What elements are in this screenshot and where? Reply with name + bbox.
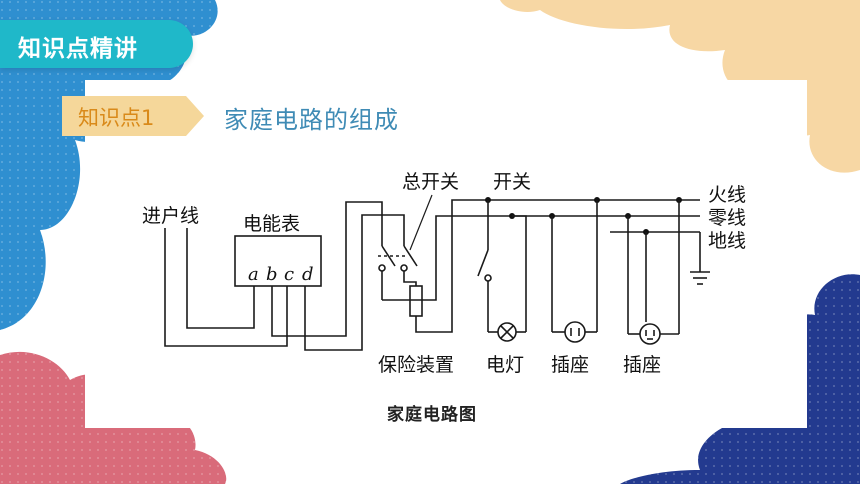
main-switch [378,194,433,272]
diagram-caption: 家庭电路图 [387,405,477,425]
label-socket-2: 插座 [623,354,661,376]
fuse [409,285,423,317]
fuse-branch [381,199,700,333]
label-lamp: 电灯 [486,354,524,376]
label-socket-1: 插座 [551,354,589,376]
section-title: 家庭电路的组成 [224,106,399,134]
incoming-wires [164,228,288,347]
label-meter: 电能表 [243,213,300,235]
label-main-switch: 总开关 [402,171,459,193]
content-panel [85,80,807,428]
terminal-d: d [302,264,314,285]
terminal-a: a [248,264,259,285]
cloud-top-right [500,0,860,173]
label-neutral-wire: 零线 [708,207,746,229]
socket-2 [627,200,680,345]
meter-output-wires [271,201,405,351]
header-title: 知识点精讲 [18,36,138,62]
ground-wire [610,231,710,285]
badge-label: 知识点1 [78,106,155,130]
lamp-branch [477,200,527,342]
socket-1 [551,200,598,343]
header-tab: 知识点精讲 [0,20,193,68]
knowledge-point-badge: 知识点1 [62,96,204,136]
label-fuse: 保险装置 [378,354,454,376]
terminal-c: c [284,264,294,285]
label-ground-wire: 地线 [708,230,746,252]
label-live-wire: 火线 [708,184,746,206]
label-incoming-line: 进户线 [142,205,199,227]
terminal-b: b [266,264,278,285]
badge-shape [62,96,204,136]
energy-meter [234,235,322,287]
label-switch: 开关 [493,171,531,193]
